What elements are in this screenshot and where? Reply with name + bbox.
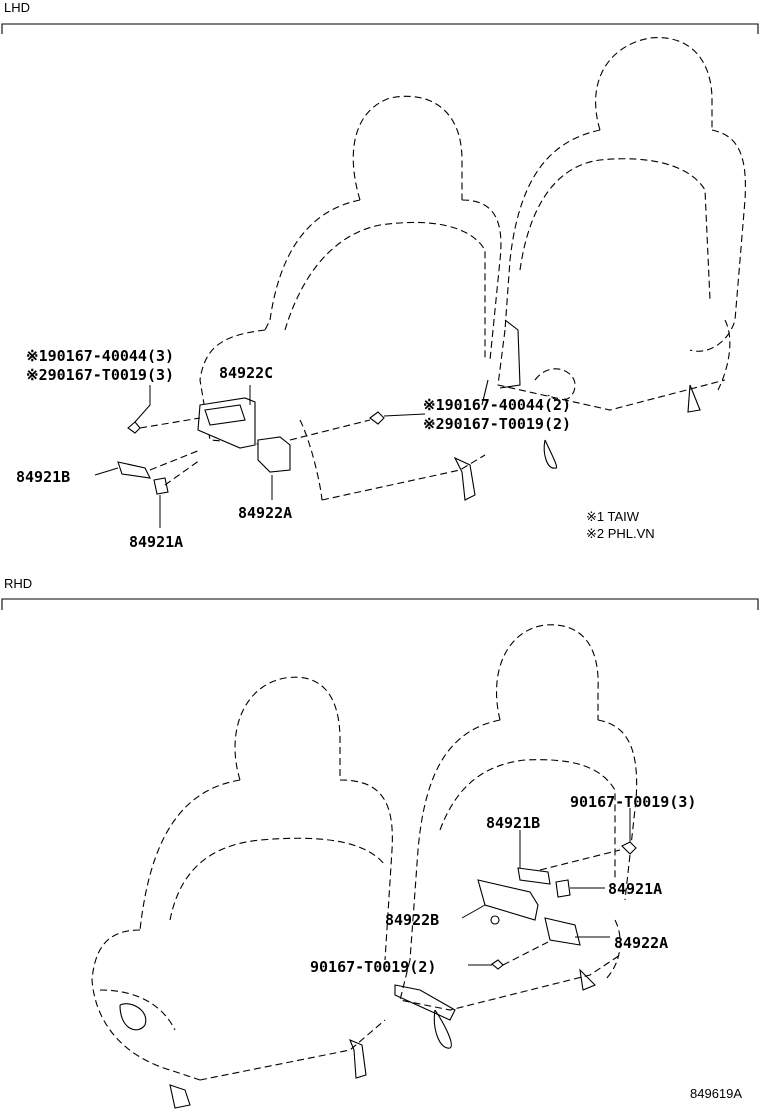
rhd-switch-a-label: 84922A [614, 934, 668, 952]
rhd-right-seat [394, 624, 638, 1049]
legend-note-1: ※1 TAIW [586, 509, 640, 524]
lhd-bolt-left-label-1: ※190167-40044(3) [26, 347, 174, 365]
lhd-leader-lines [94, 385, 426, 528]
lhd-bolt-right-label-2: ※290167-T0019(2) [423, 415, 571, 433]
switch-a-part [544, 917, 581, 946]
knob-a-part [153, 477, 169, 495]
rhd-section-title: RHD [4, 576, 32, 591]
rhd-switch-assembly [477, 841, 637, 970]
rhd-section-bracket [1, 598, 759, 610]
rhd-leader-lines [461, 808, 631, 966]
legend-note-2: ※2 PHL.VN [586, 526, 655, 541]
rhd-knob-a-label: 84921A [608, 880, 662, 898]
rhd-cover-b-label: 84921B [486, 814, 540, 832]
lhd-right-seat [497, 37, 746, 469]
bolt-top-part [621, 841, 637, 855]
rhd-bolt-bottom-label: 90167-T0019(2) [310, 958, 436, 976]
lhd-bracket-c-label: 84922C [219, 364, 273, 382]
bolt-bottom-part [491, 959, 504, 970]
rhd-left-seat [91, 676, 393, 1109]
figure-id: 849619A [690, 1086, 742, 1101]
lhd-section-title: LHD [4, 0, 30, 15]
knob-a-part [555, 879, 571, 898]
rhd-bolt-top-label: 90167-T0019(3) [570, 793, 696, 811]
lhd-switch-a-label: 84922A [238, 504, 292, 522]
lhd-bolt-right-label-1: ※190167-40044(2) [423, 396, 571, 414]
cover-b-part [517, 867, 551, 885]
cover-b-part [117, 461, 151, 479]
lhd-switch-assembly [117, 397, 385, 495]
bolt-right-part [369, 411, 385, 425]
switch-a-part [257, 436, 291, 473]
rhd-bracket-b-label: 84922B [385, 911, 439, 929]
lhd-knob-a-label: 84921A [129, 533, 183, 551]
lhd-bolt-left-label-2: ※290167-T0019(3) [26, 366, 174, 384]
lhd-cover-b-label: 84921B [16, 468, 70, 486]
bracket-b-part [477, 879, 539, 921]
lhd-left-seat [199, 95, 502, 501]
bolt-left-part [127, 421, 141, 434]
lhd-section-bracket [1, 23, 759, 34]
